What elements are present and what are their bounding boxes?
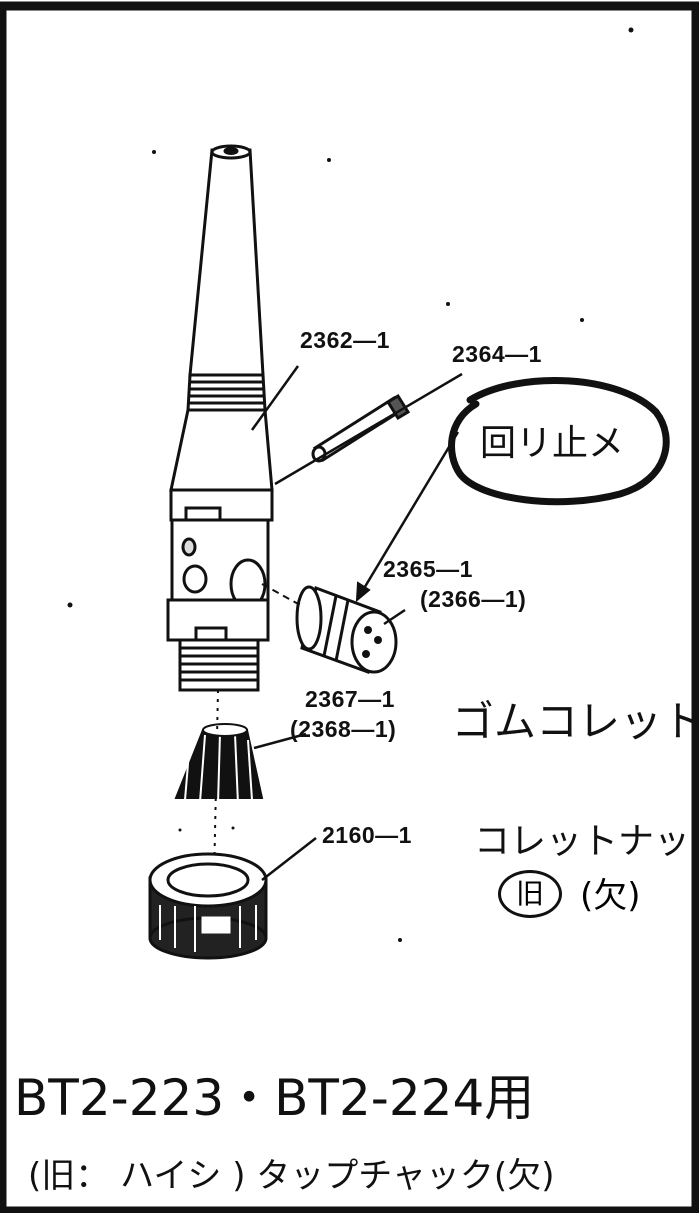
note-collet-nut: コレットナット	[474, 821, 699, 862]
subtitle-tap-chuck: (旧： ハイシ ) タップチャック(欠)	[28, 1156, 555, 1196]
collet-nut	[148, 852, 268, 960]
part-label-2367-1: 2367—1	[305, 686, 395, 712]
leader-lines	[250, 365, 463, 881]
pin	[311, 393, 411, 463]
arrowhead	[355, 581, 371, 603]
note-old-stamp: 旧	[498, 870, 562, 918]
note-rubber-collet: ゴムコレット	[452, 697, 699, 746]
part-label-2365-1: 2365—1	[383, 556, 473, 582]
part-label-2366-1: (2366—1)	[420, 586, 527, 612]
title-model-numbers: BT2-223・BT2-224用	[14, 1069, 535, 1127]
handwritten-circle	[448, 377, 670, 506]
scan-speckles	[67, 27, 634, 942]
part-label-2160-1: 2160—1	[322, 822, 412, 848]
part-label-2362-1: 2362—1	[300, 327, 390, 353]
rubber-collet	[174, 723, 264, 805]
part-label-2364-1: 2364—1	[452, 341, 542, 367]
key-axis	[261, 583, 303, 607]
key-cylinder	[295, 585, 398, 675]
part-label-2368-1: (2368—1)	[290, 716, 397, 742]
chuck-body	[166, 144, 274, 692]
note-missing: (欠)	[580, 876, 641, 916]
note-anti-rotation: 回リ止メ	[480, 423, 625, 464]
